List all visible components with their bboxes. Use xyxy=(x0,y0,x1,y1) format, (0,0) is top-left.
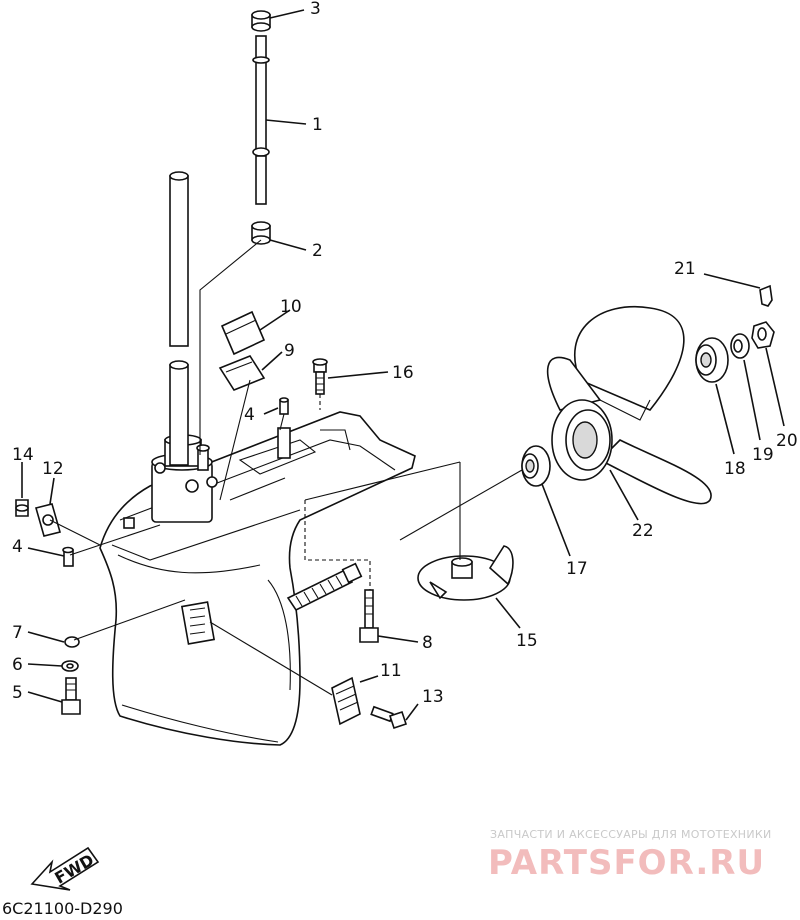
callout-7: 7 xyxy=(12,623,23,643)
propeller-shaft xyxy=(286,562,363,612)
watermark-tagline: ЗАПЧАСТИ И АКСЕССУАРЫ ДЛЯ МОТОТЕХНИКИ xyxy=(490,828,772,841)
cotter-pin-part-21 xyxy=(759,284,773,307)
leader-lines xyxy=(21,9,785,721)
bolt-part-16 xyxy=(312,358,328,395)
callout-20: 20 xyxy=(776,431,798,451)
bolt-part-5 xyxy=(61,677,81,715)
dowel-pin-lower xyxy=(62,546,74,567)
callout-4-upper: 4 xyxy=(244,405,255,425)
callout-3: 3 xyxy=(310,0,321,19)
callout-6: 6 xyxy=(12,655,23,675)
screen-part-11 xyxy=(331,676,361,726)
thrust-washer-part-17 xyxy=(521,445,551,487)
plate-part-9 xyxy=(218,355,266,391)
callout-9: 9 xyxy=(284,341,295,361)
callout-21: 21 xyxy=(674,259,696,279)
fwd-arrow: FWD xyxy=(30,846,100,891)
washer-part-6 xyxy=(61,660,79,672)
plate-part-12 xyxy=(35,503,61,537)
callout-11: 11 xyxy=(380,661,402,681)
anode-part-15 xyxy=(417,545,514,601)
callout-18: 18 xyxy=(724,459,746,479)
callout-2: 2 xyxy=(312,241,323,261)
callout-17: 17 xyxy=(566,559,588,579)
callout-1: 1 xyxy=(312,115,323,135)
bolt-part-8 xyxy=(359,589,379,643)
callout-13: 13 xyxy=(422,687,444,707)
callout-19: 19 xyxy=(752,445,774,465)
callout-12: 12 xyxy=(42,459,64,479)
bolt-part-14 xyxy=(15,499,29,517)
spacer-part-18 xyxy=(695,337,729,383)
callout-14: 14 xyxy=(12,445,34,465)
callout-numbers: 3 1 2 10 9 16 4 14 12 4 7 6 5 8 11 13 15… xyxy=(12,0,798,707)
propeller-part-22 xyxy=(546,306,712,505)
watermark-brand: PARTSFOR.RU xyxy=(488,843,765,883)
bush-part-2 xyxy=(251,221,271,245)
callout-5: 5 xyxy=(12,683,23,703)
callout-22: 22 xyxy=(632,521,654,541)
callout-4-lower: 4 xyxy=(12,537,23,557)
callout-15: 15 xyxy=(516,631,538,651)
seal-part-10 xyxy=(220,310,266,356)
dowel-pin-upper xyxy=(279,397,289,415)
lower-case-housing xyxy=(99,411,416,746)
shift-rod-part-1 xyxy=(252,35,270,205)
callout-8: 8 xyxy=(422,633,433,653)
drive-shaft xyxy=(169,171,189,466)
screw-part-13 xyxy=(370,705,408,730)
assembly-guide-lines xyxy=(49,239,523,696)
nut-part-20 xyxy=(751,321,775,349)
washer-part-19 xyxy=(730,333,750,359)
callout-16: 16 xyxy=(392,363,414,383)
part-code: 6C21100-D290 xyxy=(2,899,123,918)
watermark: ЗАПЧАСТИ И АКСЕССУАРЫ ДЛЯ МОТОТЕХНИКИ PA… xyxy=(488,828,772,883)
grommet-part-3 xyxy=(251,10,271,32)
callout-10: 10 xyxy=(280,297,302,317)
